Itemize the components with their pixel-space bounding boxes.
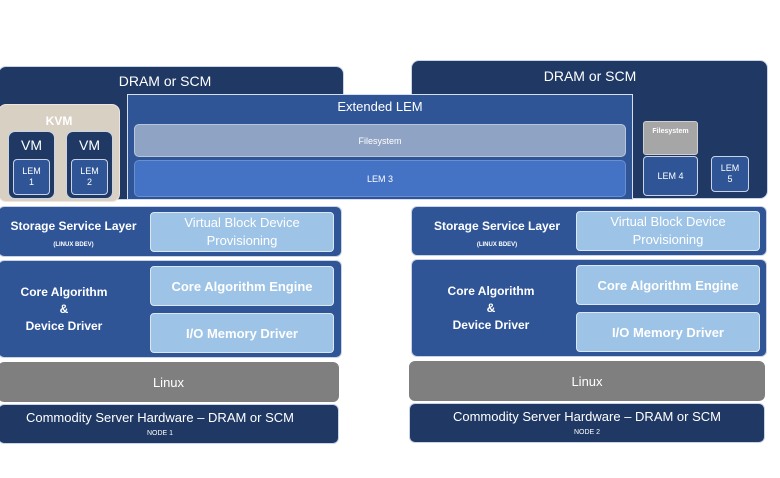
lem4-box: LEM 4 (643, 156, 698, 196)
lem5-box: LEM 5 (711, 156, 749, 192)
node1-dram-title: DRAM or SCM (118, 73, 212, 89)
node2-linux-layer: Linux (409, 361, 765, 401)
node2-storage-sub: (LINUX BDEV) (476, 242, 518, 248)
node1-linux-layer: Linux (0, 362, 339, 402)
node1-node-label: NODE 1 (146, 429, 174, 437)
node1-core-label: Core Algorithm & Device Driver (20, 284, 108, 333)
node2-vbd-box: Virtual Block Device Provisioning (576, 211, 760, 251)
node2-core-label: Core Algorithm & Device Driver (447, 283, 535, 332)
kvm-label: KVM (45, 114, 73, 128)
node1-engine-box: Core Algorithm Engine (150, 266, 334, 306)
node2-hardware-layer (409, 403, 765, 443)
node2-dram-title: DRAM or SCM (543, 68, 637, 84)
lem2-box: LEM 2 (71, 159, 108, 195)
node2-node-label: NODE 2 (573, 428, 601, 436)
node2-hardware-label: Commodity Server Hardware – DRAM or SCM (452, 408, 721, 424)
node1-hardware-layer (0, 404, 339, 444)
node1-vbd-box: Virtual Block Device Provisioning (150, 212, 334, 252)
vm1-label: VM (21, 137, 42, 153)
node2-filesystem-box: Filesystem (643, 121, 698, 155)
lem1-box: LEM 1 (13, 159, 50, 195)
extended-lem-title: Extended LEM (337, 98, 423, 114)
extended-filesystem-bar: Filesystem (134, 124, 626, 157)
node2-storage-title: Storage Service Layer (433, 219, 561, 233)
lem3-bar: LEM 3 (134, 160, 626, 197)
node2-engine-box: Core Algorithm Engine (576, 265, 760, 305)
node1-storage-title: Storage Service Layer (10, 219, 137, 233)
node1-io-box: I/O Memory Driver (150, 313, 334, 353)
node1-storage-sub: (LINUX BDEV) (53, 242, 94, 248)
node2-io-box: I/O Memory Driver (576, 312, 760, 352)
vm2-label: VM (79, 137, 100, 153)
node1-hardware-label: Commodity Server Hardware – DRAM or SCM (25, 409, 294, 425)
